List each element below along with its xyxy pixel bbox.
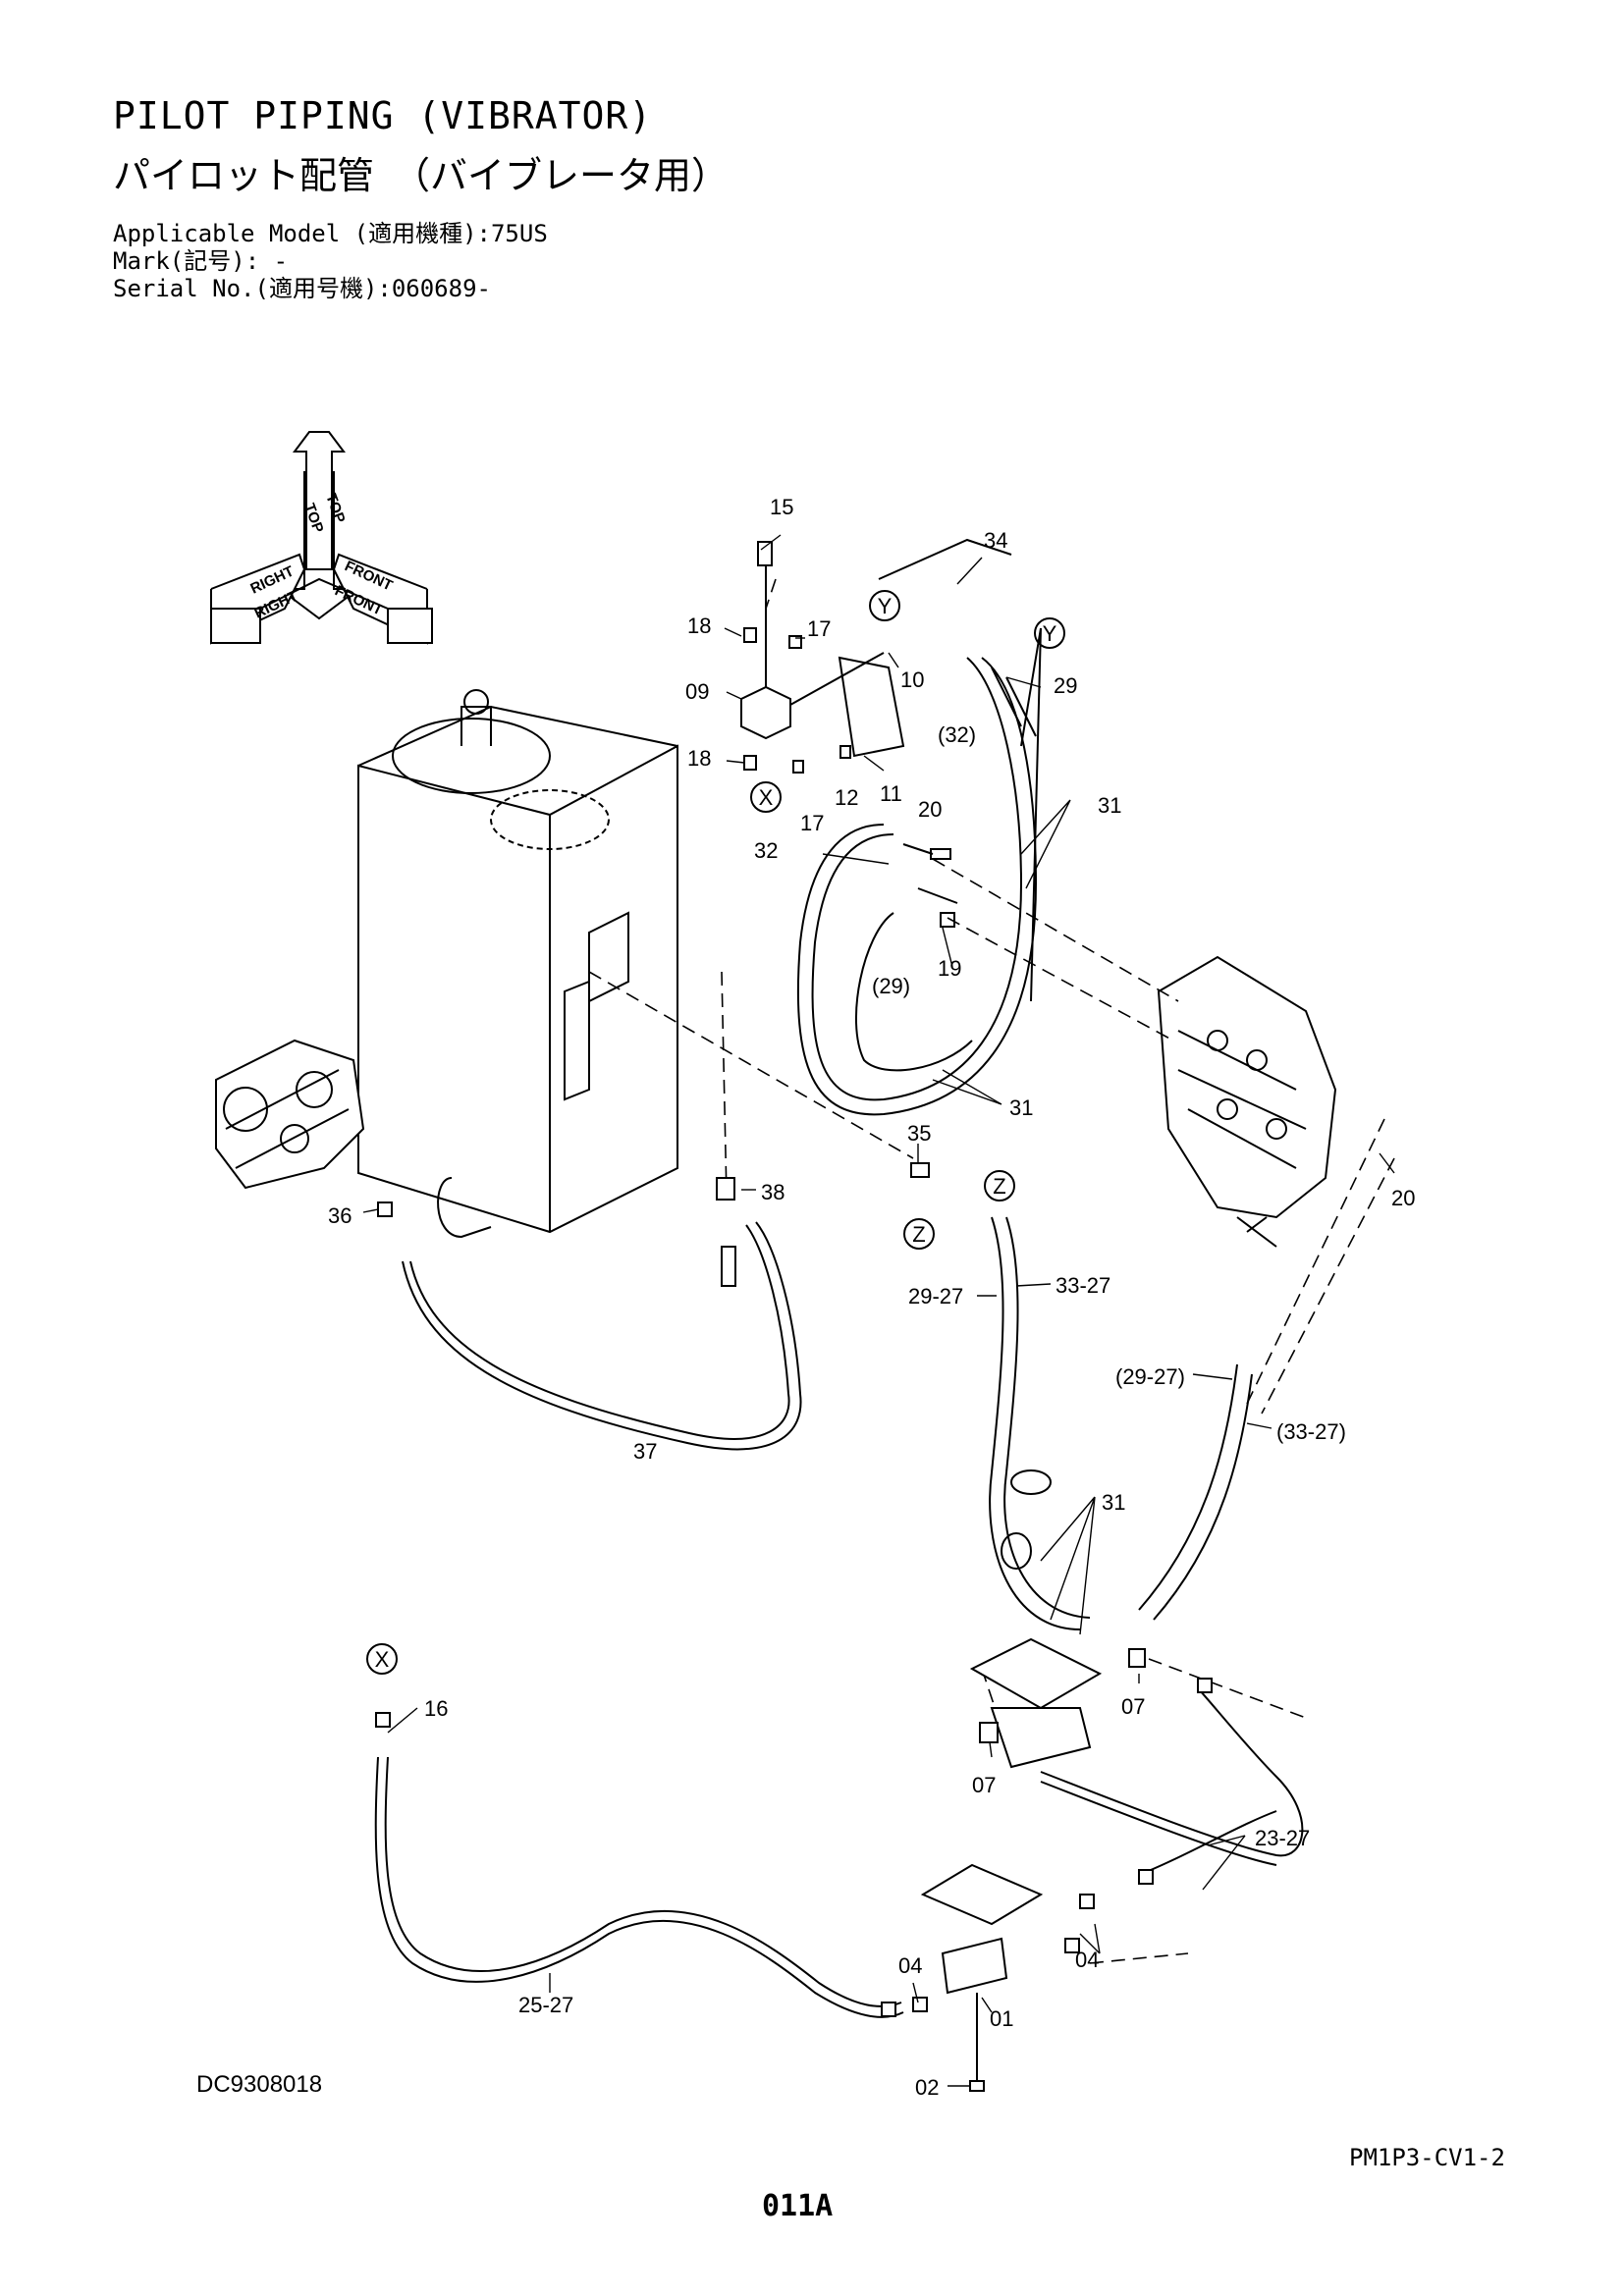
callout-07-left: 07 xyxy=(972,1773,996,1797)
hose-23-27 xyxy=(1040,1678,1304,1885)
solenoid-valve-block xyxy=(740,541,905,774)
page-title-japanese: パイロット配管 （バイブレータ用） xyxy=(113,154,730,197)
control-valve xyxy=(1157,955,1337,1248)
document-id: DC9308018 xyxy=(196,2071,323,2098)
callout-17-upper: 17 xyxy=(807,616,831,641)
callout-34: 34 xyxy=(984,528,1007,553)
callout-32-paren: (32) xyxy=(938,722,976,747)
callout-10: 10 xyxy=(900,667,924,692)
marker-y-label-2: Y xyxy=(1043,621,1057,646)
callout-31-lower: 31 xyxy=(1102,1490,1125,1515)
marker-z-circle-1 xyxy=(984,1170,1015,1201)
callout-25-27: 25-27 xyxy=(518,1993,573,2017)
page-code: PM1P3-CV1-2 xyxy=(1349,2144,1505,2171)
callout-16: 16 xyxy=(424,1696,448,1721)
marker-x-label-1: X xyxy=(759,785,774,810)
hose-37 xyxy=(377,1201,802,1451)
page-title-english: PILOT PIPING (VIBRATOR) xyxy=(113,94,653,137)
marker-x-circle-2 xyxy=(366,1643,398,1675)
callout-18-lower: 18 xyxy=(687,746,711,771)
marker-z-circle-2 xyxy=(903,1218,935,1250)
serial-number: Serial No.(適用号機):060689- xyxy=(113,275,491,302)
marker-z-label-2: Z xyxy=(912,1222,925,1247)
lower-valve xyxy=(912,1863,1095,2092)
callout-01: 01 xyxy=(990,2006,1013,2031)
callout-32: 32 xyxy=(754,838,778,863)
callout-20-upper: 20 xyxy=(918,797,942,822)
callout-11: 11 xyxy=(880,781,902,806)
middle-hose-bundle xyxy=(989,1216,1253,1630)
callout-04-left: 04 xyxy=(898,1953,922,1978)
pilot-valve-assembly xyxy=(969,1637,1146,1769)
callout-04-right: 04 xyxy=(1075,1948,1099,1972)
callout-20-lower: 20 xyxy=(1391,1186,1415,1210)
upper-hose-bundle xyxy=(796,538,1042,1116)
callout-38: 38 xyxy=(761,1180,785,1204)
callout-07-right: 07 xyxy=(1121,1694,1145,1719)
marker-y-circle-2 xyxy=(1034,617,1065,649)
callout-33-27-paren: (33-27) xyxy=(1276,1419,1346,1444)
callout-37: 37 xyxy=(633,1439,657,1464)
callout-33-27: 33-27 xyxy=(1056,1273,1110,1298)
page-number: 011A xyxy=(762,2189,834,2223)
marker-x-label-2: X xyxy=(375,1647,390,1672)
callout-02: 02 xyxy=(915,2075,939,2100)
callout-09: 09 xyxy=(685,679,709,704)
applicable-model: Applicable Model (適用機種):75US xyxy=(113,220,548,247)
marker-z-label-1: Z xyxy=(993,1174,1005,1199)
callout-19: 19 xyxy=(938,956,961,981)
callout-35: 35 xyxy=(907,1121,931,1146)
callout-15: 15 xyxy=(770,495,793,519)
callout-12: 12 xyxy=(835,785,858,810)
callout-23-27: 23-27 xyxy=(1255,1826,1310,1850)
hydraulic-tank xyxy=(357,689,678,1239)
direction-arrow-icon xyxy=(210,431,433,645)
callout-31-upper: 31 xyxy=(1098,793,1121,818)
callout-18-upper: 18 xyxy=(687,614,711,638)
callout-29-27-paren: (29-27) xyxy=(1115,1364,1185,1389)
callout-36: 36 xyxy=(328,1203,352,1228)
callout-17-lower: 17 xyxy=(800,811,824,835)
marker-x-circle-1 xyxy=(750,781,782,813)
marker-y-label-1: Y xyxy=(878,594,893,618)
hydraulic-pump xyxy=(215,1039,365,1190)
callout-31-middle: 31 xyxy=(1009,1095,1033,1120)
marker-y-circle-1 xyxy=(869,590,900,621)
mark-line: Mark(記号): - xyxy=(113,247,289,275)
callout-29-27: 29-27 xyxy=(908,1284,963,1308)
callout-29: 29 xyxy=(1054,673,1077,698)
hose-25-27 xyxy=(374,1712,904,2018)
callout-29-paren: (29) xyxy=(872,974,910,998)
